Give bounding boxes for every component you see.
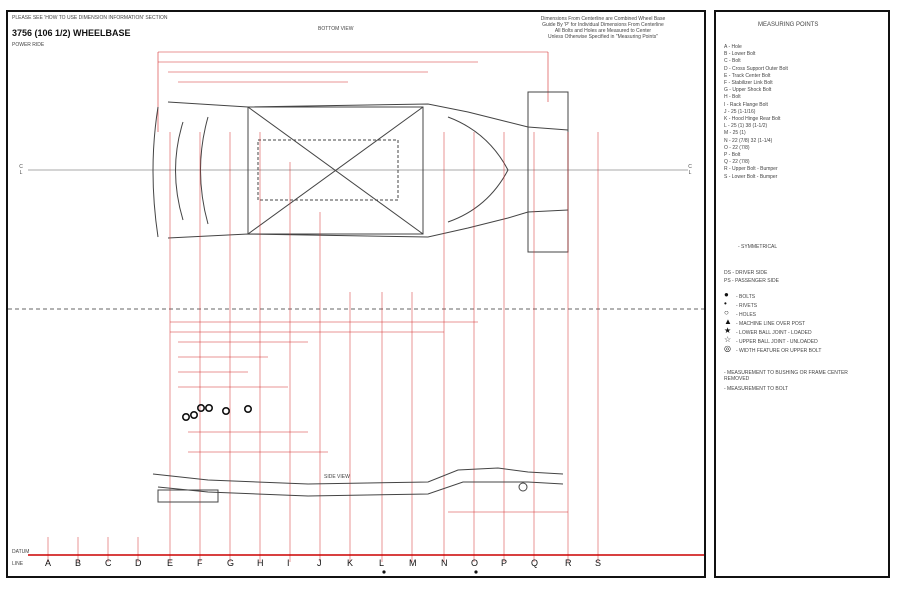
measuring-point-symbols <box>182 403 253 421</box>
legend-note-bolt: - MEASUREMENT TO BOLT <box>724 386 789 392</box>
legend-point-item: B - Lower Bolt <box>724 51 756 58</box>
open-star-icon: ☆ <box>724 335 732 344</box>
legend-point-item: Q - 22 (7/8) <box>724 159 750 166</box>
legend-point-item: F - Stabilizer Link Bolt <box>724 80 773 86</box>
legend-point-item: J - 25 (1-1/16) <box>724 108 756 115</box>
legend-symmetry: - SYMMETRICAL <box>738 244 778 250</box>
diagram-title: 3756 (106 1/2) WHEELBASE <box>12 28 131 38</box>
diagram-panel: PLEASE SEE 'HOW TO USE DIMENSION INFORMA… <box>6 10 706 578</box>
side-view-frame <box>152 467 564 503</box>
datum-label: DATUM <box>12 549 30 555</box>
legend-point-item: A - Hole <box>724 44 742 50</box>
datum-letter-p: P <box>501 558 508 568</box>
datum-letter-f: F <box>197 558 203 568</box>
legend-point-item: P - Bolt <box>724 152 741 158</box>
datum-letter-c: C <box>105 558 112 568</box>
datum-drop-lines <box>47 132 599 562</box>
datum-letter-h: H <box>257 558 264 568</box>
diagram-subtitle: POWER RIDE <box>12 42 45 48</box>
legend-point-item: G - Upper Shock Bolt <box>724 87 772 94</box>
filled-circle-icon: ● <box>724 290 729 299</box>
datum-letter-a: A <box>45 558 52 568</box>
bottom-view-label: BOTTOM VIEW <box>318 26 354 32</box>
filled-star-icon: ★ <box>724 326 732 335</box>
datum-letter-i: I <box>287 558 290 568</box>
legend-driver-side: DS - DRIVER SIDE <box>724 270 768 276</box>
datum-letter-d: D <box>135 558 142 568</box>
datum-letter-e: E <box>167 558 174 568</box>
ring-circle-icon: ◎ <box>724 344 731 353</box>
legend-point-item: N - 22 (7/8) 32 (1-1/4) <box>724 137 773 144</box>
datum-letter-k: K <box>347 558 354 568</box>
datum-letter-r: R <box>565 558 572 568</box>
legend-symbol-label: - UPPER BALL JOINT - UNLOADED <box>736 339 818 345</box>
datum-letter-m: M <box>409 558 417 568</box>
legend-point-item: R - Upper Bolt - Bumper <box>724 166 778 173</box>
centerline-label-right: C L <box>688 164 692 176</box>
top-note: PLEASE SEE 'HOW TO USE DIMENSION INFORMA… <box>12 15 168 21</box>
legend-point-item: E - Track Center Bolt <box>724 72 771 79</box>
legend-point-item: I - Rack Flange Bolt <box>724 101 768 108</box>
legend-symbol-label: - HOLES <box>736 312 757 318</box>
datum-dot-left <box>382 570 386 574</box>
legend-point-item: M - 25 (1) <box>724 130 746 137</box>
legend-symbol-label: - BOLTS <box>736 294 756 300</box>
datum-letter-g: G <box>227 558 235 568</box>
datum-letter-q: Q <box>531 558 539 568</box>
top-dimension-lines <box>157 51 549 132</box>
filled-triangle-icon: ▲ <box>724 317 732 326</box>
header-notes: Dimensions From Centerline are Combined … <box>540 16 666 40</box>
legend-symbol-label: - WIDTH FEATURE OR UPPER BOLT <box>736 348 822 354</box>
open-circle-icon: ○ <box>724 308 729 317</box>
datum-letter-l: L <box>379 558 385 568</box>
legend-point-item: H - Bolt <box>724 94 741 101</box>
side-view-label: SIDE VIEW <box>324 474 350 480</box>
datum-letter-s: S <box>595 558 602 568</box>
bottom-view-frame <box>152 91 569 253</box>
legend-point-item: C - Bolt <box>724 58 741 65</box>
legend-point-item: L - 25 (1) 38 (1-1/2) <box>724 123 768 130</box>
datum-letter-b: B <box>75 558 82 568</box>
frame-drawing <box>8 51 704 574</box>
legend-point-item: S - Lower Bolt - Bumper <box>724 173 778 180</box>
lower-dimension-lines <box>170 321 568 513</box>
legend-symbol-label: - MACHINE LINE OVER POST <box>736 321 806 327</box>
legend-point-item: O - 22 (7/8) <box>724 144 750 151</box>
legend-point-item: D - Cross Support Outer Bolt <box>724 65 788 72</box>
datum-letter-j: J <box>317 558 322 568</box>
legend-title: MEASURING POINTS <box>758 22 819 28</box>
line-label: LINE <box>12 561 24 567</box>
filled-small-circle-icon: • <box>724 299 727 308</box>
legend-symbol-label: - RIVETS <box>736 303 758 309</box>
datum-letter-n: N <box>441 558 448 568</box>
legend-note-bushing: - MEASUREMENT TO BUSHING OR FRAME CENTER… <box>724 370 848 382</box>
legend-passenger-side: PS - PASSENGER SIDE <box>724 278 779 284</box>
datum-letter-o: O <box>471 558 479 568</box>
legend-symbol-label: - LOWER BALL JOINT - LOADED <box>736 330 812 336</box>
centerline-label-left: C L <box>19 164 23 176</box>
datum-dot-right <box>474 570 478 574</box>
legend-point-item: K - Hood Hinge Rear Bolt <box>724 116 781 122</box>
